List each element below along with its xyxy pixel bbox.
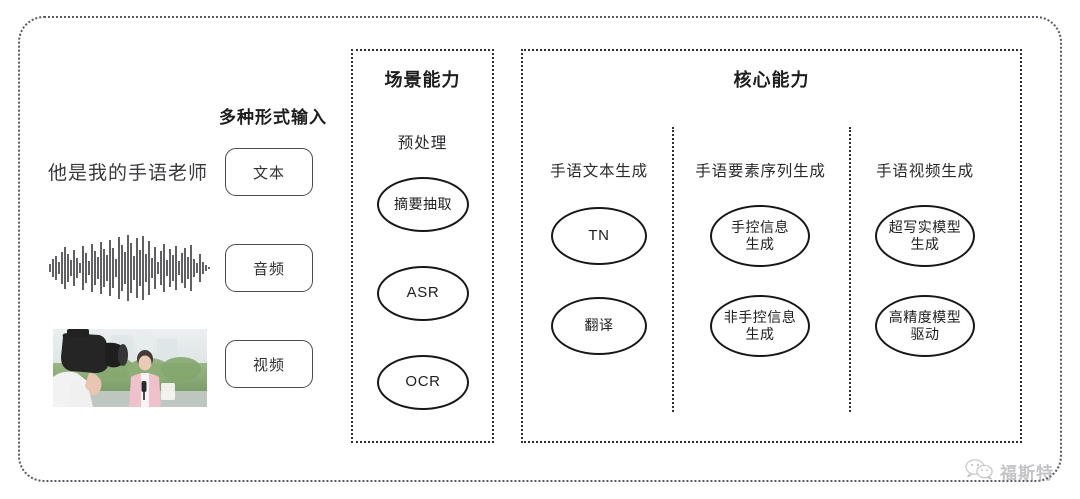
node-label: 翻译 (584, 317, 614, 334)
node-core-1-1[interactable]: 非手控信息 生成 (710, 295, 810, 357)
core-column-label-0: 手语文本生成 (550, 163, 648, 180)
core-column-divider-1 (672, 127, 674, 412)
node-core-0-1[interactable]: 翻译 (551, 297, 647, 355)
node-label: 非手控信息 生成 (724, 309, 797, 344)
modality-box-video[interactable]: 视频 (225, 340, 313, 388)
video-thumbnail (53, 329, 207, 407)
modality-box-audio[interactable]: 音频 (225, 244, 313, 292)
wechat-icon (964, 458, 994, 485)
node-core-0-0[interactable]: TN (551, 207, 647, 265)
node-label: 摘要抽取 (394, 195, 452, 212)
node-label-line2: 生成 (745, 236, 775, 252)
node-label-line2: 生成 (910, 236, 940, 252)
node-core-2-1[interactable]: 高精度模型 驱动 (875, 295, 975, 357)
node-label: ASR (406, 284, 440, 302)
watermark-text: 福斯特 (1000, 464, 1054, 483)
node-label-line1: 超写实模型 (888, 218, 962, 235)
outer-frame (18, 16, 1062, 482)
scene-capability-title: 场景能力 (384, 70, 461, 90)
modality-label: 文本 (252, 164, 285, 182)
node-scene-1[interactable]: ASR (377, 266, 469, 321)
node-core-2-0[interactable]: 超写实模型 生成 (875, 205, 975, 267)
core-column-label-2: 手语视频生成 (876, 163, 974, 180)
input-panel-title: 多种形式输入 (219, 108, 327, 127)
sample-text: 他是我的手语老师 (48, 163, 209, 184)
core-column-divider-2 (849, 127, 851, 412)
node-label: OCR (405, 373, 441, 391)
node-label-line2: 驱动 (910, 326, 940, 342)
core-capability-title: 核心能力 (733, 70, 810, 90)
node-scene-2[interactable]: OCR (377, 355, 469, 410)
scene-subsection-label: 预处理 (397, 135, 448, 152)
node-label-line1: 高精度模型 (888, 308, 962, 325)
core-capability-box (521, 49, 1022, 443)
modality-box-text[interactable]: 文本 (225, 148, 313, 196)
scene-capability-box (351, 49, 494, 443)
audio-waveform-icon (45, 232, 213, 304)
node-label: 高精度模型 驱动 (889, 309, 962, 344)
node-label-line1: 非手控信息 (723, 308, 797, 325)
node-label: TN (588, 226, 610, 244)
node-label-line1: 手控信息 (731, 218, 789, 235)
watermark: 福斯特 (964, 458, 1054, 485)
modality-label: 视频 (252, 356, 285, 374)
node-scene-0[interactable]: 摘要抽取 (377, 177, 469, 232)
node-label: 手控信息 生成 (731, 219, 789, 254)
modality-label: 音频 (252, 260, 285, 278)
node-core-1-0[interactable]: 手控信息 生成 (710, 205, 810, 267)
node-label: 超写实模型 生成 (889, 219, 962, 254)
node-label-line2: 生成 (745, 326, 775, 342)
core-column-label-1: 手语要素序列生成 (695, 163, 826, 180)
